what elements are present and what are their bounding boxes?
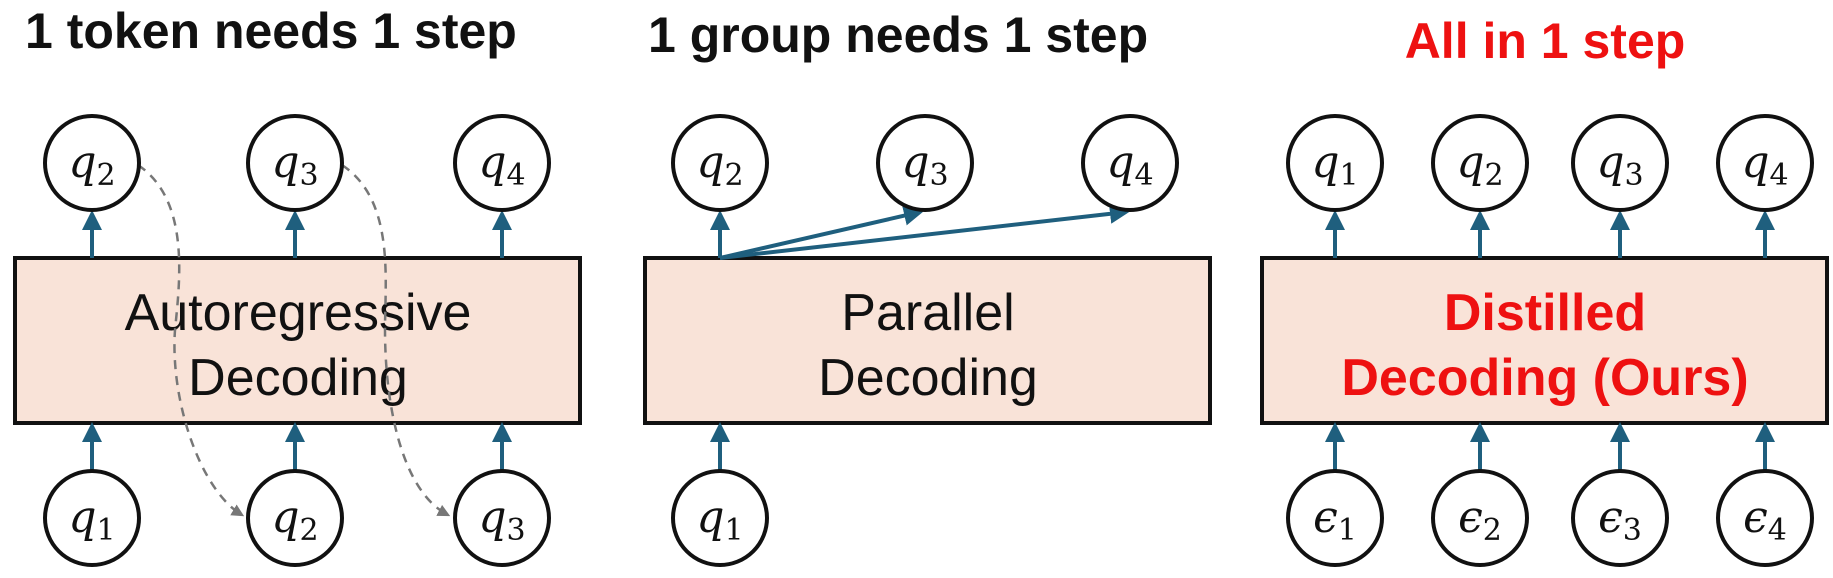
svg-text:q3: q3	[478, 492, 525, 548]
noise-node: ϵ1	[1286, 469, 1384, 567]
token-node: q2	[1431, 114, 1529, 212]
token-node: q2	[671, 114, 769, 212]
svg-text:q1: q1	[696, 492, 743, 548]
token-node: q4	[453, 114, 551, 212]
box-label-line-2: Decoding (Ours)	[1341, 349, 1748, 407]
token-node: q1	[671, 469, 769, 567]
box-label-line-1: Distilled	[1444, 284, 1646, 342]
svg-text:q3: q3	[901, 137, 948, 193]
decoder-box	[13, 256, 582, 425]
svg-text:q4: q4	[478, 137, 525, 193]
token-node: q3	[453, 469, 551, 567]
token-node: q1	[43, 469, 141, 567]
token-node: q1	[1286, 114, 1384, 212]
noise-node: ϵ2	[1431, 469, 1529, 567]
panel-title: 1 token needs 1 step	[25, 3, 517, 59]
svg-text:q3: q3	[1596, 137, 1643, 193]
noise-node: ϵ4	[1716, 469, 1814, 567]
token-node: q4	[1081, 114, 1179, 212]
box-label-line-2: Decoding	[818, 349, 1038, 407]
box-label-line-1: Autoregressive	[125, 284, 472, 342]
decoder-box	[643, 256, 1212, 425]
svg-text:q2: q2	[68, 137, 115, 193]
svg-text:q2: q2	[1456, 137, 1503, 193]
decoder-box	[1260, 256, 1829, 425]
svg-text:q4: q4	[1106, 137, 1153, 193]
svg-text:q4: q4	[1741, 137, 1788, 193]
feedback-dashed-arrow	[341, 163, 451, 517]
noise-node: ϵ3	[1571, 469, 1669, 567]
svg-text:q2: q2	[271, 492, 318, 548]
svg-text:ϵ3: ϵ3	[1598, 492, 1642, 548]
token-node: q2	[246, 469, 344, 567]
svg-text:ϵ2: ϵ2	[1458, 492, 1502, 548]
svg-text:q1: q1	[1311, 137, 1358, 193]
token-node: q2	[43, 114, 141, 212]
panel-title: 1 group needs 1 step	[648, 7, 1148, 63]
output-arrow	[719, 203, 1130, 260]
token-node: q3	[246, 114, 344, 212]
panel-autoregressive: 1 token needs 1 step Autoregressive Deco…	[13, 3, 582, 567]
output-arrow	[719, 205, 924, 260]
svg-text:ϵ4: ϵ4	[1743, 492, 1787, 548]
feedback-dashed-arrow	[137, 163, 245, 517]
svg-text:ϵ1: ϵ1	[1313, 492, 1357, 548]
box-label-line-1: Parallel	[841, 284, 1014, 342]
svg-text:q1: q1	[68, 492, 115, 548]
svg-text:q2: q2	[696, 137, 743, 193]
panel-distilled: All in 1 step Distilled Decoding (Ours) …	[1260, 13, 1829, 567]
panel-title: All in 1 step	[1405, 13, 1686, 69]
token-node: q4	[1716, 114, 1814, 212]
svg-text:q3: q3	[271, 137, 318, 193]
token-node: q3	[1571, 114, 1669, 212]
box-label-line-2: Decoding	[188, 349, 408, 407]
panel-parallel: 1 group needs 1 step Parallel Decoding q…	[643, 7, 1212, 567]
token-node: q3	[876, 114, 974, 212]
